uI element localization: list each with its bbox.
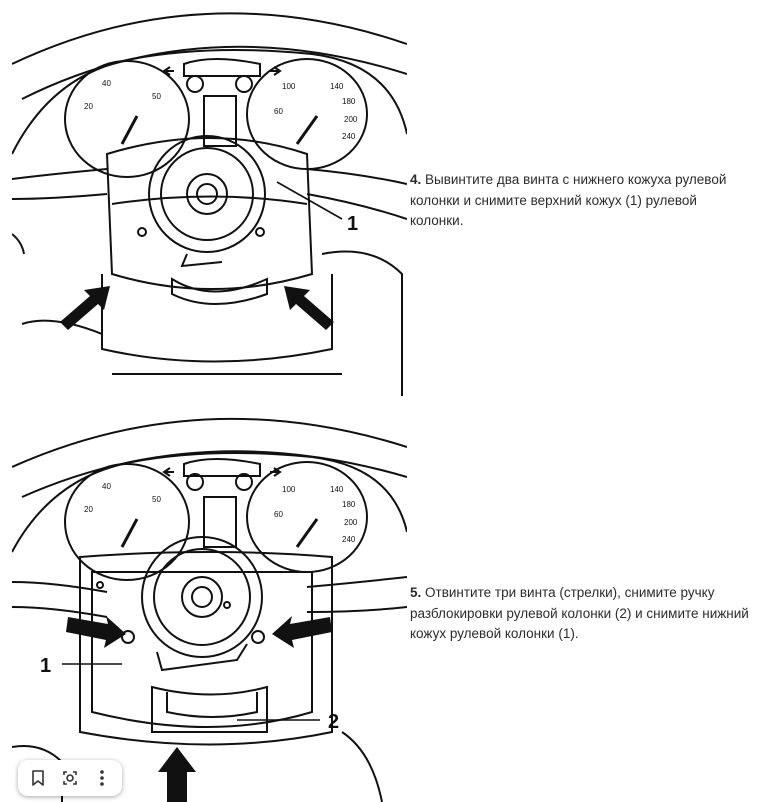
arrow-right-marker (284, 286, 334, 330)
speed-tick-label: 240 (342, 535, 356, 544)
speedometer-gauge (246, 58, 368, 170)
arrow-left-marker (66, 616, 126, 648)
arrow-left-marker (60, 286, 110, 330)
caption-step-4: 4. Вывинтите два винта с нижнего кожуха … (410, 170, 750, 232)
dashboard-drawing-lower-cover: 1 2 60 100 140 180 200 240 20 40 50 (12, 417, 407, 802)
speed-tick-label: 60 (274, 510, 283, 519)
arrow-bottom-marker (158, 747, 196, 802)
speed-tick-label: 240 (342, 132, 356, 141)
rpm-tick-label: 20 (84, 505, 93, 514)
step-text: Вывинтите два винта с нижнего кожуха рул… (410, 172, 727, 228)
callout-label-2: 2 (328, 711, 339, 733)
illustration-step-4: 1 60 100 140 180 200 240 20 40 50 (12, 4, 407, 396)
callout-label-1: 1 (347, 213, 358, 235)
rpm-tick-label: 20 (84, 102, 93, 111)
dashboard-drawing-upper-cover: 1 60 100 140 180 200 240 20 40 50 (12, 12, 407, 396)
illustration-step-5: 1 2 60 100 140 180 200 240 20 40 50 (12, 412, 407, 802)
bookmark-icon (32, 770, 44, 786)
callout-label-1: 1 (40, 655, 51, 677)
step-number: 5. (410, 585, 422, 600)
rpm-tick-label: 40 (102, 482, 111, 491)
step-number: 4. (410, 172, 422, 187)
more-vertical-icon (100, 770, 104, 786)
bookmark-button[interactable] (24, 764, 52, 792)
image-action-toolbar (18, 760, 122, 796)
speed-tick-label: 140 (330, 82, 344, 91)
rpm-tick-label: 50 (152, 495, 161, 504)
speed-tick-label: 100 (282, 485, 296, 494)
speed-tick-label: 140 (330, 485, 344, 494)
speed-tick-label: 100 (282, 82, 296, 91)
lens-search-icon (63, 771, 77, 785)
tachometer-gauge (64, 463, 190, 581)
more-options-button[interactable] (88, 764, 116, 792)
rpm-tick-label: 50 (152, 92, 161, 101)
tachometer-gauge (64, 60, 190, 178)
rpm-tick-label: 40 (102, 79, 111, 88)
speed-tick-label: 180 (342, 500, 356, 509)
speed-tick-label: 60 (274, 107, 283, 116)
arrow-right-marker (272, 616, 332, 648)
lens-search-button[interactable] (56, 764, 84, 792)
caption-step-5: 5. Отвинтите три винта (стрелки), снимит… (410, 583, 750, 645)
speed-tick-label: 180 (342, 97, 356, 106)
speed-tick-label: 200 (344, 115, 358, 124)
speed-tick-label: 200 (344, 518, 358, 527)
step-text: Отвинтите три винта (стрелки), снимите р… (410, 585, 749, 641)
